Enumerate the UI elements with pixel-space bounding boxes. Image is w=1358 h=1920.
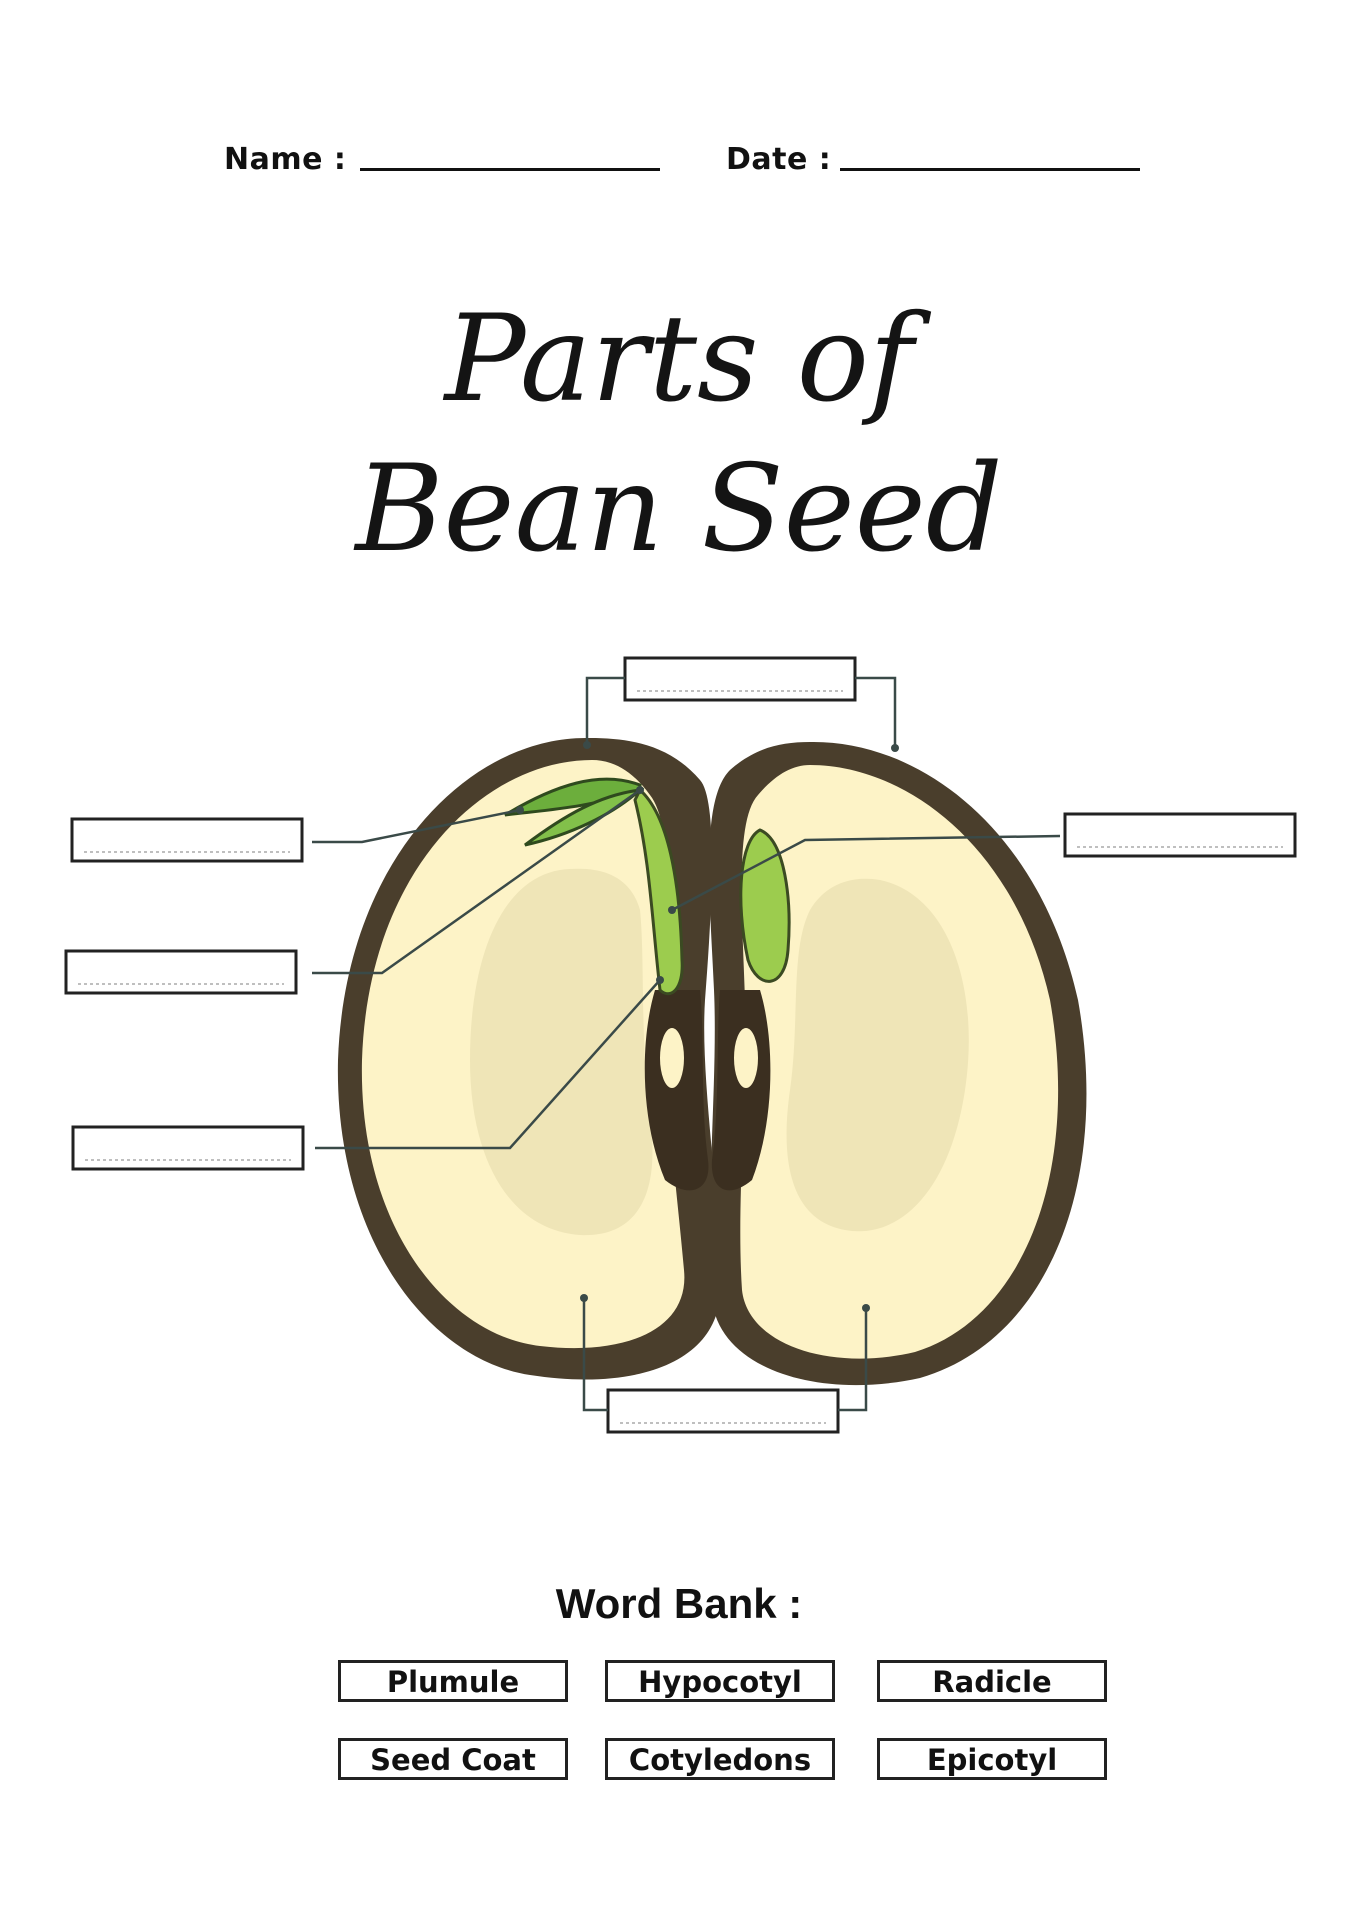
label-box-left-3[interactable]	[71, 1125, 305, 1171]
label-box-top[interactable]	[623, 656, 857, 702]
epicotyl-leader	[312, 788, 641, 975]
hilum-right	[711, 990, 771, 1191]
date-field[interactable]	[840, 168, 1140, 171]
label-box-left-2[interactable]	[64, 949, 298, 995]
name-label: Name :	[224, 142, 347, 177]
right-slot	[734, 1028, 758, 1088]
seed-illustration	[337, 737, 1087, 1386]
cotyledon-leader-right	[838, 1308, 868, 1412]
leader-dots	[516, 741, 899, 1312]
hypocotyl-stem	[633, 787, 684, 996]
title-line-1: Parts of	[444, 290, 914, 429]
left-cotyledon-shade	[470, 868, 653, 1236]
label-box-left-1[interactable]	[70, 817, 304, 863]
hilum	[644, 990, 709, 1191]
word-radicle: Radicle	[877, 1660, 1107, 1702]
seed-coat-leader	[585, 676, 625, 745]
word-cotyledons: Cotyledons	[605, 1738, 835, 1780]
label-boxes	[64, 656, 1297, 1434]
word-hypocotyl: Hypocotyl	[605, 1660, 835, 1702]
name-field[interactable]	[360, 168, 660, 171]
label-box-guides	[78, 690, 1283, 1424]
label-box-right[interactable]	[1063, 812, 1297, 858]
hypocotyl-leader	[315, 979, 661, 1150]
leader-lines	[312, 676, 1061, 1412]
word-bank-title: Word Bank :	[555, 1580, 803, 1627]
label-box-bottom[interactable]	[606, 1388, 840, 1434]
word-epicotyl: Epicotyl	[877, 1738, 1107, 1780]
plumule-leader	[312, 808, 521, 844]
cotyledon-leader-left	[582, 1298, 608, 1412]
title-line-2: Bean Seed	[355, 440, 1003, 579]
radicle-leader	[671, 834, 1061, 912]
seed-coat-leader-right	[855, 676, 897, 748]
date-label: Date :	[726, 142, 832, 177]
right-cotyledon-shade	[786, 878, 969, 1232]
word-plumule: Plumule	[338, 1660, 568, 1702]
word-seed-coat: Seed Coat	[338, 1738, 568, 1780]
left-slot	[660, 1028, 684, 1088]
